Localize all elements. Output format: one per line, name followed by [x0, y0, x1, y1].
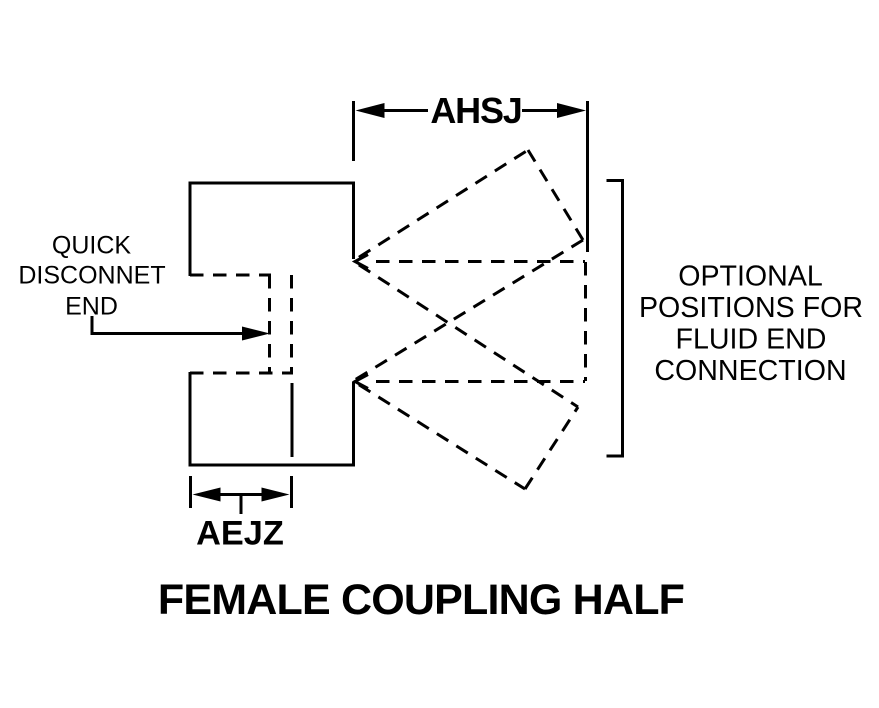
svg-text:FEMALE COUPLING HALF: FEMALE COUPLING HALF: [158, 576, 684, 624]
svg-text:QUICK: QUICK: [52, 232, 132, 260]
svg-text:POSITIONS FOR: POSITIONS FOR: [639, 292, 863, 324]
svg-text:CONNECTION: CONNECTION: [654, 355, 846, 387]
svg-text:FLUID END: FLUID END: [676, 324, 827, 356]
svg-text:DISCONNET: DISCONNET: [18, 262, 165, 290]
svg-text:AHSJ: AHSJ: [430, 90, 521, 131]
svg-text:END: END: [65, 293, 118, 321]
svg-text:OPTIONAL: OPTIONAL: [678, 261, 823, 293]
svg-text:AEJZ: AEJZ: [196, 515, 284, 553]
